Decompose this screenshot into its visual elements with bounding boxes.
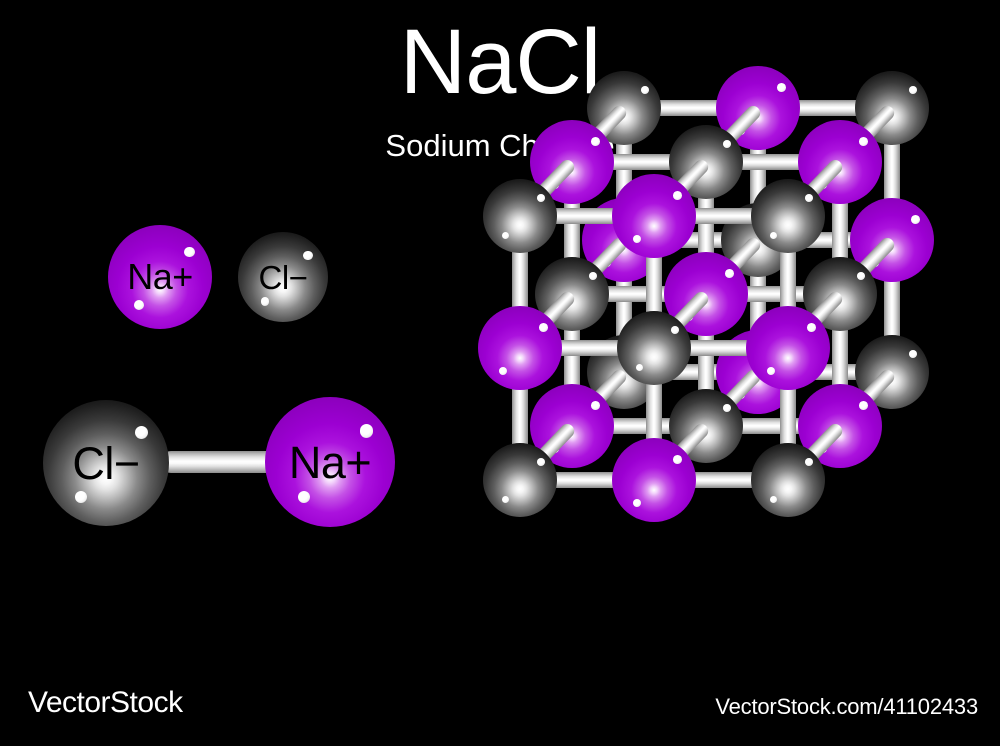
specular-highlight-icon bbox=[588, 272, 597, 281]
specular-highlight-icon bbox=[856, 272, 865, 281]
specular-highlight-icon bbox=[725, 269, 734, 279]
lattice-atom-sodium bbox=[746, 306, 830, 390]
watermark-brand: VectorStock bbox=[28, 686, 183, 719]
legend-ion-sodium: Na+ bbox=[108, 225, 212, 329]
specular-highlight-icon bbox=[183, 246, 195, 258]
atom-label: Na+ bbox=[288, 436, 372, 488]
pair-ion-sodium: Na+ bbox=[265, 397, 395, 527]
specular-highlight-icon bbox=[804, 194, 813, 203]
specular-highlight-icon bbox=[501, 496, 509, 504]
page-title: NaCl bbox=[399, 11, 601, 113]
specular-highlight-icon bbox=[539, 323, 548, 333]
specular-highlight-icon bbox=[633, 234, 642, 243]
specular-highlight-icon bbox=[134, 426, 148, 440]
lattice-atom-sodium bbox=[478, 306, 562, 390]
specular-highlight-icon bbox=[359, 423, 374, 438]
specular-highlight-icon bbox=[670, 326, 679, 335]
specular-highlight-icon bbox=[297, 490, 311, 504]
lattice-atom-sodium bbox=[612, 438, 696, 522]
ionic-bond-stick bbox=[160, 451, 285, 473]
lattice-atom-chloride bbox=[617, 311, 691, 385]
specular-highlight-icon bbox=[134, 300, 145, 310]
specular-highlight-icon bbox=[807, 323, 816, 333]
specular-highlight-icon bbox=[722, 404, 731, 413]
specular-highlight-icon bbox=[908, 350, 917, 359]
specular-highlight-icon bbox=[911, 215, 920, 225]
specular-highlight-icon bbox=[777, 83, 786, 93]
lattice-atom-chloride bbox=[751, 443, 825, 517]
specular-highlight-icon bbox=[859, 401, 868, 411]
specular-highlight-icon bbox=[536, 458, 545, 467]
specular-highlight-icon bbox=[767, 366, 776, 375]
specular-highlight-icon bbox=[673, 191, 682, 201]
specular-highlight-icon bbox=[769, 496, 777, 504]
specular-highlight-icon bbox=[499, 366, 508, 375]
specular-highlight-icon bbox=[640, 86, 649, 95]
atom-label: Cl− bbox=[72, 437, 140, 489]
atom-label: Cl− bbox=[258, 258, 308, 296]
specular-highlight-icon bbox=[536, 194, 545, 203]
pair-ion-chloride: Cl− bbox=[43, 400, 169, 526]
lattice-atom-chloride bbox=[751, 179, 825, 253]
specular-highlight-icon bbox=[591, 137, 600, 147]
specular-highlight-icon bbox=[635, 364, 643, 372]
specular-highlight-icon bbox=[260, 297, 270, 306]
specular-highlight-icon bbox=[769, 232, 777, 240]
lattice-atom-chloride bbox=[483, 179, 557, 253]
lattice-atom-chloride bbox=[483, 443, 557, 517]
specular-highlight-icon bbox=[303, 250, 313, 261]
watermark-url: VectorStock.com/41102433 bbox=[715, 694, 978, 719]
specular-highlight-icon bbox=[859, 137, 868, 147]
specular-highlight-icon bbox=[908, 86, 917, 95]
atom-label: Na+ bbox=[127, 256, 193, 297]
specular-highlight-icon bbox=[673, 455, 682, 465]
specular-highlight-icon bbox=[804, 458, 813, 467]
specular-highlight-icon bbox=[722, 140, 731, 149]
specular-highlight-icon bbox=[633, 498, 642, 507]
specular-highlight-icon bbox=[591, 401, 600, 411]
legend-ion-chloride: Cl− bbox=[238, 232, 328, 322]
specular-highlight-icon bbox=[74, 491, 87, 503]
lattice-atom-sodium bbox=[612, 174, 696, 258]
specular-highlight-icon bbox=[501, 232, 509, 240]
